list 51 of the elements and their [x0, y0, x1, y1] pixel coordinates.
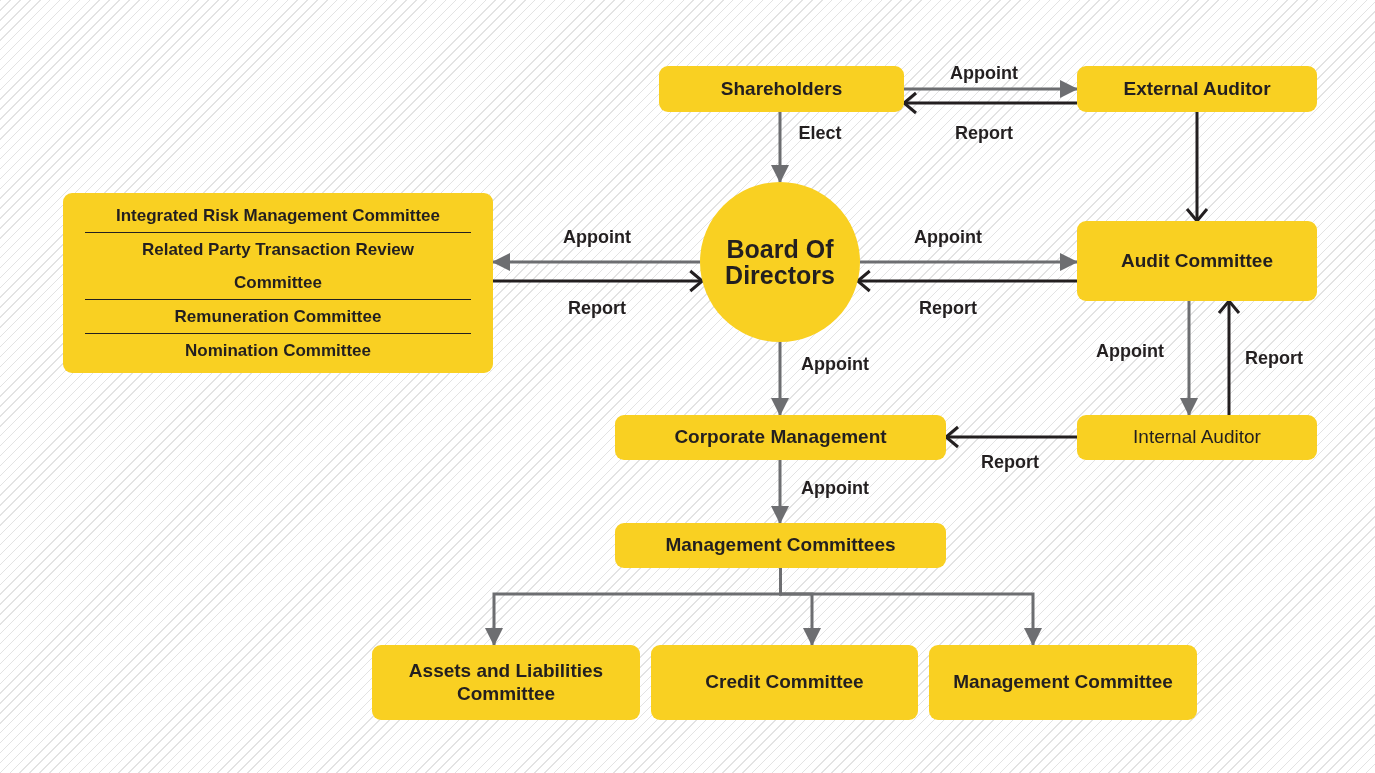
edge-label: Appoint	[801, 477, 869, 499]
edge-label: Report	[955, 122, 1013, 144]
arrow	[902, 91, 1077, 115]
org-box	[1077, 221, 1317, 301]
node-label: Internal Auditor	[1133, 426, 1261, 449]
org-box	[372, 645, 640, 720]
board-circle	[700, 182, 860, 342]
org-box	[659, 66, 904, 112]
edge-label: Report	[568, 297, 626, 319]
committee-name: Related Party Transaction Review Committee	[85, 233, 471, 300]
committee-list-box	[63, 193, 493, 373]
edge-label: Appoint	[1096, 340, 1164, 362]
arrow	[860, 253, 1078, 271]
edge-label: Appoint	[563, 226, 631, 248]
node-label: Assets and Liabilities Committee	[407, 659, 605, 706]
committee-name: Nomination Committee	[183, 340, 373, 362]
node-label: Shareholders	[720, 77, 843, 101]
arrow	[856, 269, 1077, 293]
org-box	[651, 645, 918, 720]
edge-label: Report	[1245, 347, 1303, 369]
node-label: Credit Committee	[705, 671, 864, 694]
edge-label: Appoint	[950, 62, 1018, 84]
org-box	[1077, 66, 1317, 112]
edge-label: Elect	[798, 122, 842, 144]
node-label: Board Of Directors	[724, 235, 836, 289]
arrow	[493, 269, 704, 293]
edge-label: Report	[981, 451, 1039, 473]
edge-label: Report	[919, 297, 977, 319]
node-label: Management Committees	[665, 534, 896, 557]
arrow	[904, 80, 1078, 98]
arrow	[779, 568, 1042, 646]
arrow	[771, 342, 789, 416]
org-box	[615, 415, 946, 460]
arrow	[1180, 301, 1198, 416]
arrow	[771, 112, 789, 183]
node-label: Management Committee	[953, 671, 1173, 694]
node-label: External Auditor	[1123, 77, 1271, 101]
org-box	[615, 523, 946, 568]
edge-label: Appoint	[914, 226, 982, 248]
arrow	[944, 425, 1077, 449]
arrow	[771, 460, 789, 524]
committee-name: Remuneration Committee	[85, 300, 471, 334]
committee-name: Integrated Risk Management Committee	[85, 199, 471, 233]
arrow	[1217, 299, 1241, 415]
arrow	[1185, 112, 1209, 223]
org-box	[1077, 415, 1317, 460]
node-label: Corporate Management	[674, 426, 887, 449]
edge-label: Appoint	[801, 353, 869, 375]
org-box	[929, 645, 1197, 720]
node-label: Audit Committee	[1121, 249, 1273, 273]
arrow	[492, 253, 700, 271]
